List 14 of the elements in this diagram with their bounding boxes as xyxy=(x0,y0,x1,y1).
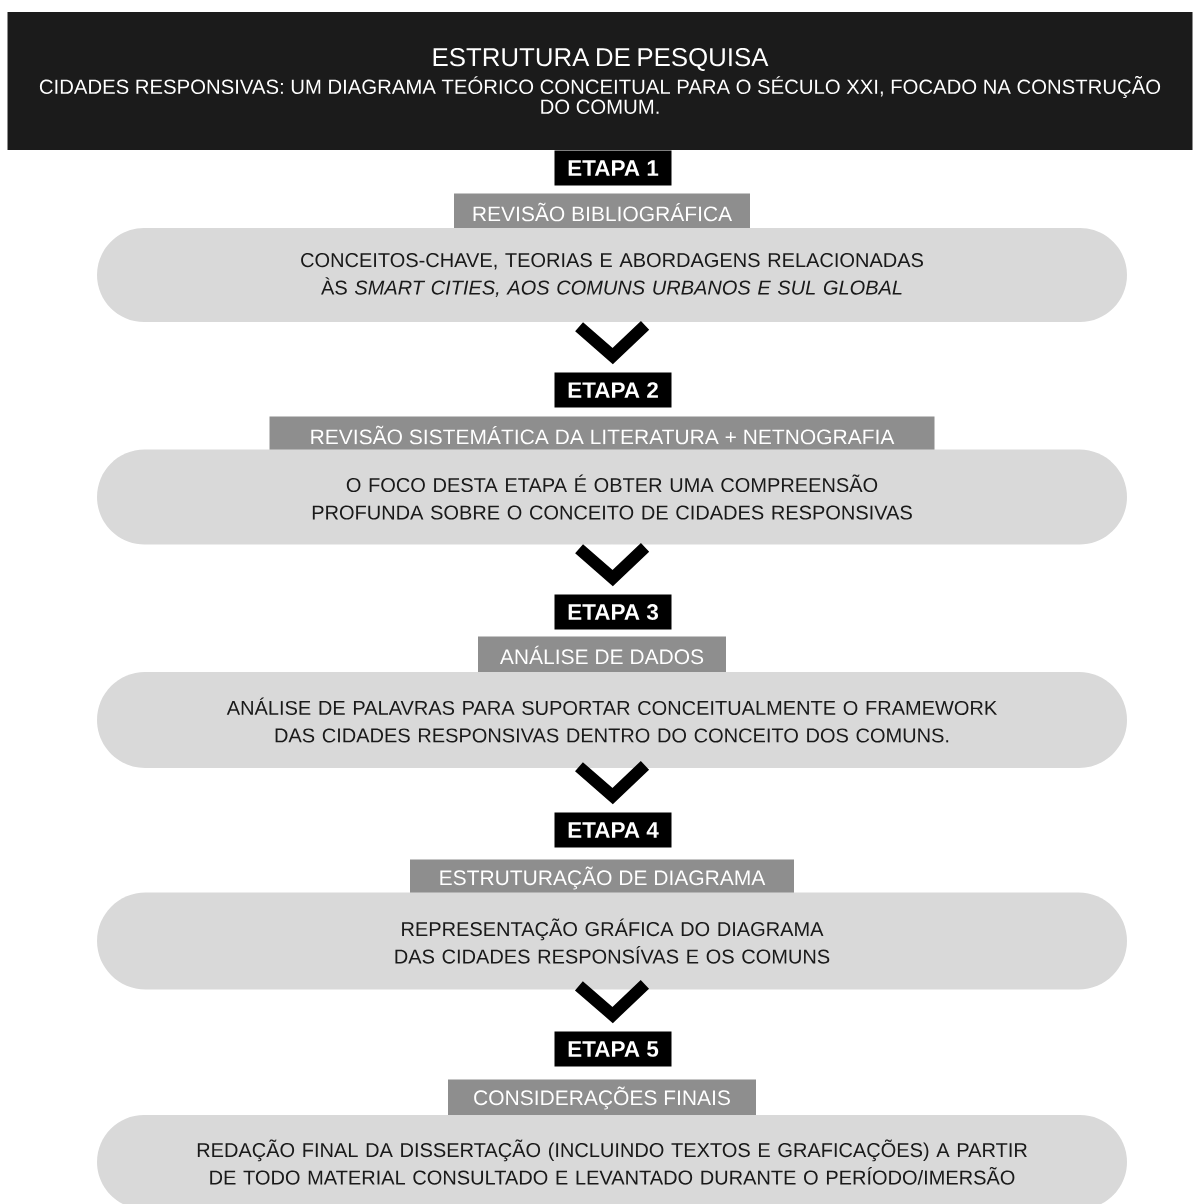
step-label: ETAPA 1 xyxy=(554,150,672,186)
step-label: ETAPA 4 xyxy=(554,812,672,848)
step-description-pill: CONCEITOS-CHAVE, TEORIAS E ABORDAGENS RELACIONADAS ÀS SMART CITIES, AOS COMUNS URBANOS E SUL GLOBAL xyxy=(97,228,1127,322)
header-banner: ESTRUTURA DE PESQUISA CIDADES RESPONSIVAS: UM DIAGRAMA TEÓRICO CONCEITUAL PARA O SÉCULO XXI, FOCADO NA CONSTRUÇÃO DO COMUM. xyxy=(7,12,1193,150)
step-description-pill: ANÁLISE DE PALAVRAS PARA SUPORTAR CONCEITUALMENTE O FRAMEWORK DAS CIDADES RESPONSIVAS DENTRO DO CONCEITO DOS COMUNS. xyxy=(97,672,1127,768)
step-label: ETAPA 5 xyxy=(554,1031,672,1067)
step-description-pill: O FOCO DESTA ETAPA É OBTER UMA COMPREENSÃO PROFUNDA SOBRE O CONCEITO DE CIDADES RESPONSIVAS xyxy=(97,449,1127,545)
step-heading-box: CONSIDERAÇÕES FINAIS xyxy=(448,1079,756,1117)
step-description-pill: REDAÇÃO FINAL DA DISSERTAÇÃO (INCLUINDO TEXTOS E GRAFICAÇÕES) A PARTIR DE TODO MATERIAL CONSULTADO E LEVANTADO DURANTE O PERÍODO/IMERSÃO xyxy=(97,1115,1127,1204)
step-heading-box: REVISÃO BIBLIOGRÁFICA xyxy=(454,193,750,231)
step-heading-box: ANÁLISE DE DADOS xyxy=(478,636,726,674)
step-label: ETAPA 3 xyxy=(554,594,672,630)
step-label: ETAPA 2 xyxy=(554,372,672,408)
step-description-pill: REPRESENTAÇÃO GRÁFICA DO DIAGRAMA DAS CIDADES RESPONSÍVAS E OS COMUNS xyxy=(97,892,1127,990)
